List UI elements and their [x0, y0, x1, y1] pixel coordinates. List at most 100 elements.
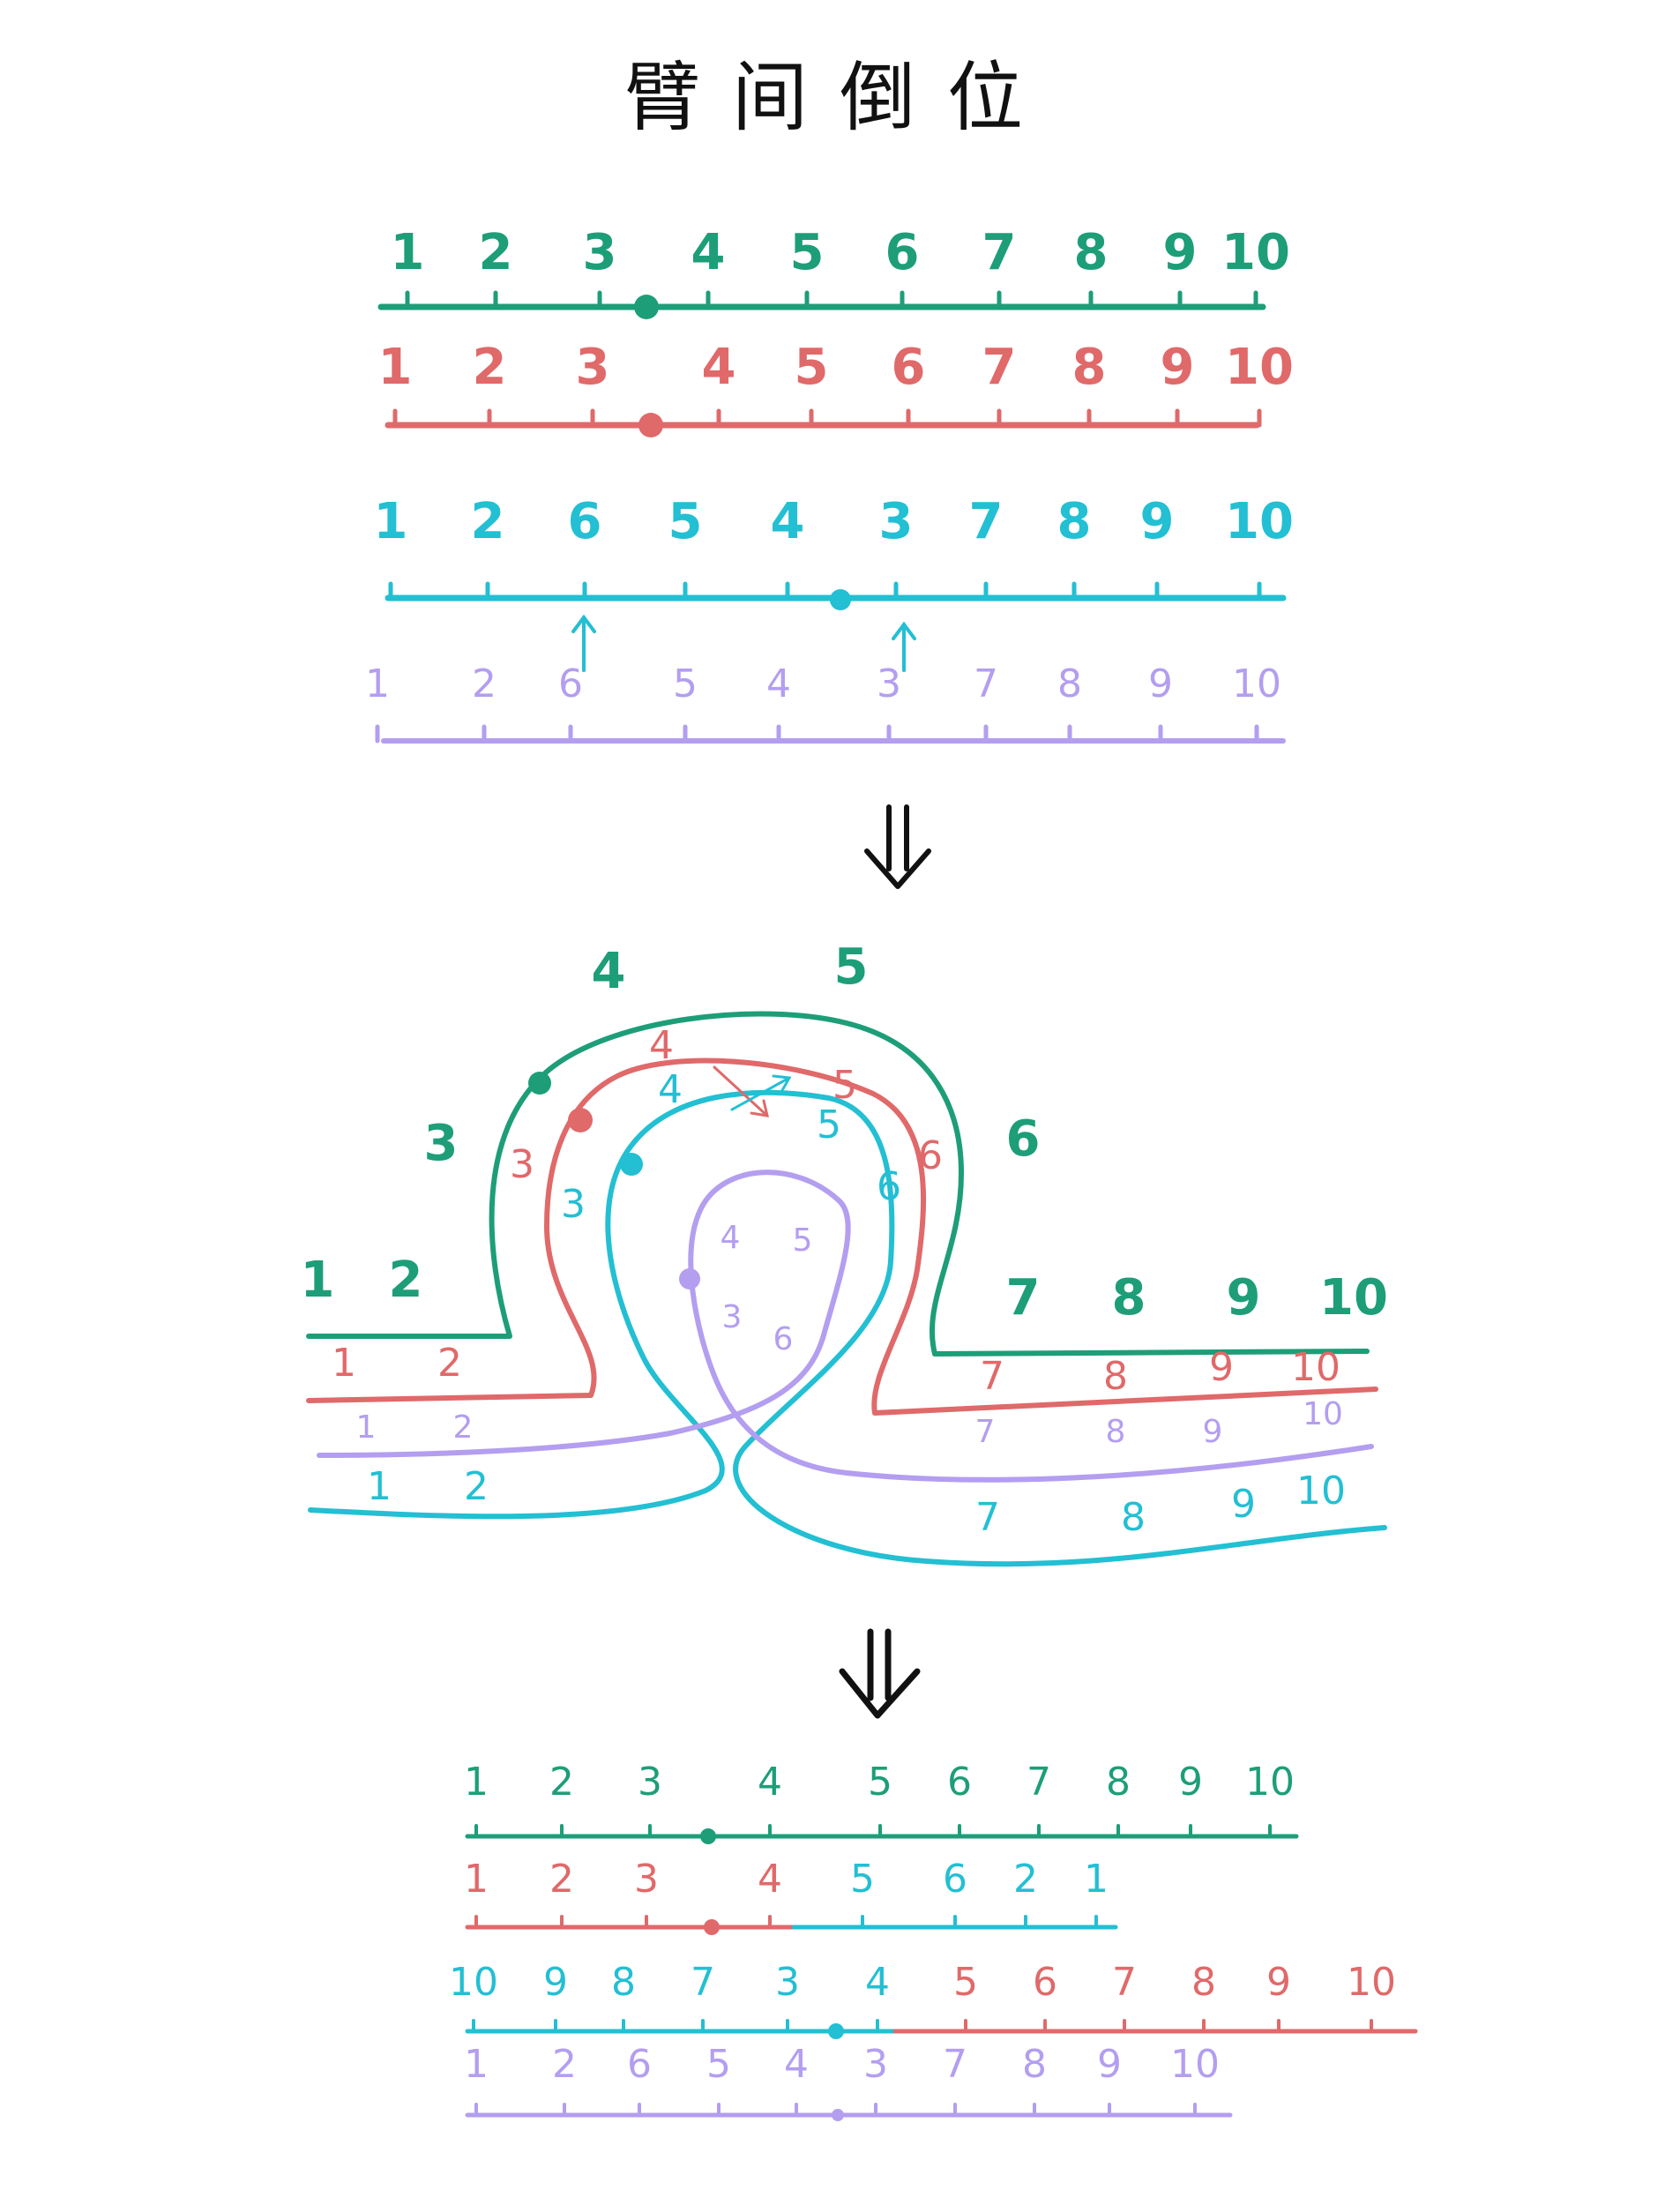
locus-label: 3 [863, 2042, 888, 2087]
locus-label: 7 [943, 2042, 967, 2087]
locus-label: 1 [374, 493, 408, 550]
locus-label: 3 [722, 1299, 743, 1335]
locus-label: 3 [634, 1857, 659, 1902]
locus-label: 6 [892, 339, 926, 396]
locus-label: 5 [706, 2042, 731, 2087]
locus-label: 10 [1170, 2042, 1220, 2087]
cyan-centromere [830, 589, 851, 610]
locus-label: 6 [1033, 1960, 1057, 2005]
locus-label: 8 [1191, 1960, 1216, 2005]
locus-label: 3 [561, 1182, 586, 1227]
locus-label: 2 [464, 1464, 489, 1509]
locus-label: 4 [758, 1760, 782, 1805]
locus-label: 3 [877, 662, 901, 706]
locus-label: 10 [1303, 1396, 1343, 1432]
locus-label: 6 [947, 1760, 972, 1805]
locus-label: 4 [865, 1960, 890, 2005]
locus-label: 5 [817, 1102, 841, 1147]
locus-label: 10 [1225, 493, 1294, 550]
locus-label: 9 [543, 1960, 568, 2005]
locus-label: 10 [1291, 1345, 1340, 1390]
locus-label: 2 [473, 339, 507, 396]
red-centromere [704, 1919, 720, 1935]
locus-label: 4 [691, 224, 726, 281]
locus-label: 7 [1112, 1960, 1137, 2005]
locus-label: 1 [391, 224, 425, 281]
locus-label: 9 [1161, 339, 1195, 396]
panel3-ticks [472, 1824, 1373, 2117]
locus-label: 6 [918, 1133, 943, 1178]
cyan-centromere [620, 1153, 643, 1176]
locus-label: 3 [510, 1142, 534, 1187]
locus-label: 8 [1057, 662, 1082, 706]
locus-label: 8 [1103, 1354, 1128, 1399]
locus-label: 1 [365, 662, 390, 706]
purple-centromere [832, 2109, 844, 2121]
locus-label: 7 [969, 493, 1004, 550]
locus-label: 1 [367, 1464, 392, 1509]
locus-label: 2 [552, 2042, 577, 2087]
locus-label: 7 [1006, 1269, 1041, 1327]
locus-label: 8 [1074, 224, 1109, 281]
locus-label: 4 [702, 339, 736, 396]
locus-label: 10 [449, 1960, 498, 2005]
locus-label: 2 [453, 1409, 474, 1446]
locus-label: 8 [1112, 1269, 1146, 1327]
locus-label: 9 [1140, 493, 1175, 550]
locus-label: 4 [771, 493, 805, 550]
locus-label: 8 [1022, 2042, 1047, 2087]
locus-label: 2 [471, 493, 505, 550]
locus-label: 5 [668, 493, 703, 550]
panel-original-chromosomes [377, 295, 1287, 744]
locus-label: 5 [953, 1960, 978, 2005]
locus-label: 7 [982, 339, 1017, 396]
locus-label: 10 [1319, 1269, 1388, 1327]
locus-label: 9 [1231, 1482, 1256, 1527]
locus-label: 6 [943, 1857, 967, 1902]
locus-label: 9 [1097, 2042, 1122, 2087]
locus-label: 6 [1006, 1110, 1041, 1168]
locus-label: 5 [793, 1222, 813, 1259]
locus-label: 6 [627, 2042, 652, 2087]
red-loop-curve [306, 1058, 1378, 1416]
locus-label: 3 [638, 1760, 662, 1805]
locus-label: 4 [784, 2042, 809, 2087]
locus-label: 10 [1296, 1469, 1346, 1514]
double-down-arrow-icon [839, 1628, 921, 1719]
locus-label: 2 [437, 1341, 462, 1386]
locus-label: 4 [658, 1067, 683, 1112]
locus-label: 4 [592, 943, 626, 1000]
up-arrow-icon [892, 621, 916, 672]
locus-label: 7 [1027, 1760, 1051, 1805]
locus-label: 7 [975, 1414, 996, 1450]
locus-label: 8 [1121, 1495, 1146, 1540]
crossover-arrow-icon [730, 1074, 792, 1111]
locus-label: 5 [868, 1760, 892, 1805]
green-centromere [634, 295, 659, 319]
locus-label: 1 [356, 1409, 377, 1446]
locus-label: 2 [479, 224, 513, 281]
locus-label: 1 [464, 2042, 489, 2087]
locus-label: 9 [1163, 224, 1198, 281]
green-loop-curve [306, 1011, 1370, 1357]
locus-label: 1 [464, 1857, 489, 1902]
locus-label: 8 [1106, 1414, 1126, 1450]
locus-label: 9 [1209, 1345, 1234, 1390]
locus-label: 8 [1106, 1760, 1131, 1805]
purple-centromere [679, 1268, 700, 1289]
locus-label: 9 [1203, 1414, 1223, 1450]
locus-label: 2 [472, 662, 497, 706]
locus-label: 7 [974, 662, 998, 706]
crossover-arrow-icon [713, 1065, 769, 1117]
locus-label: 4 [766, 662, 791, 706]
locus-label: 5 [790, 224, 825, 281]
locus-label: 10 [1221, 224, 1290, 281]
locus-label: 5 [795, 339, 829, 396]
locus-label: 2 [549, 1760, 574, 1805]
locus-label: 5 [834, 938, 869, 996]
locus-label: 3 [424, 1115, 459, 1172]
locus-label: 3 [879, 493, 914, 550]
locus-label: 6 [877, 1164, 901, 1209]
